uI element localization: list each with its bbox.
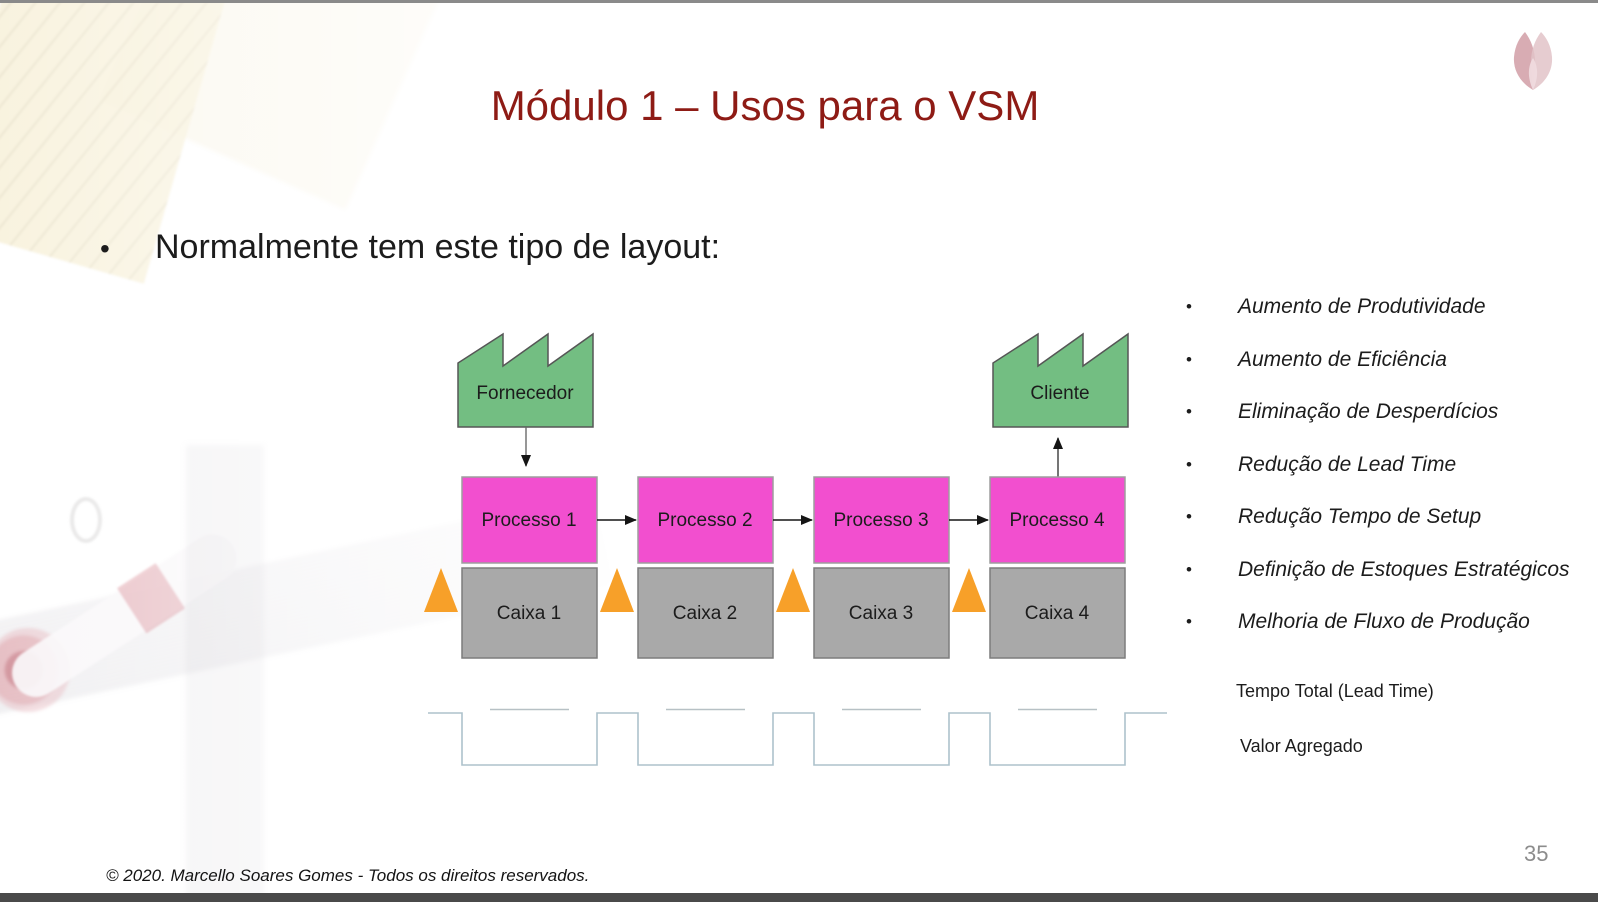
- brand-logo-icon: [1513, 32, 1553, 90]
- inventory-triangle-icon: [776, 568, 810, 612]
- bullet-marker: •: [1186, 559, 1192, 579]
- process-box: [461, 476, 598, 564]
- timeline-line: [428, 712, 1167, 766]
- main-bullet-text: Normalmente tem este tipo de layout:: [155, 228, 721, 266]
- top-border-bar: [0, 0, 1598, 3]
- bullet-marker: •: [100, 233, 110, 264]
- list-item: • Redução Tempo de Setup: [1182, 506, 1598, 528]
- inventory-triangle-icon: [952, 568, 986, 612]
- list-item: • Definição de Estoques Estratégicos: [1182, 557, 1598, 581]
- page-number: 35: [1524, 841, 1549, 866]
- supplier-label: Fornecedor: [476, 383, 574, 404]
- bullet-marker: •: [1186, 507, 1192, 526]
- benefit-text: Eliminação de Desperdícios: [1238, 400, 1499, 423]
- process-label: Processo 1: [481, 510, 576, 531]
- benefit-text: Aumento de Produtividade: [1238, 295, 1486, 318]
- benefit-text: Redução Tempo de Setup: [1238, 505, 1482, 528]
- benefit-text: Aumento de Eficiência: [1238, 347, 1447, 371]
- benefit-text: Redução de Lead Time: [1238, 452, 1457, 476]
- customer-label: Cliente: [1030, 383, 1089, 404]
- inventory-triangle-icon: [424, 568, 458, 612]
- value-added-label: Valor Agregado: [1240, 736, 1363, 756]
- lead-time-label: Tempo Total (Lead Time): [1236, 681, 1434, 701]
- process-label: Processo 2: [657, 510, 752, 531]
- vsm-diagram: Fornecedor Cliente Processo 1 Processo 2…: [424, 332, 1167, 766]
- bullet-marker: •: [1186, 349, 1192, 369]
- bullet-marker: •: [1186, 297, 1192, 316]
- benefit-text: Definição de Estoques Estratégicos: [1238, 557, 1570, 581]
- bullet-marker: •: [1186, 454, 1192, 474]
- inventory-box: [813, 567, 950, 659]
- list-item: • Eliminação de Desperdícios: [1182, 401, 1598, 423]
- main-bullet-line: • Normalmente tem este tipo de layout:: [97, 228, 720, 267]
- inventory-label: Caixa 1: [497, 603, 561, 624]
- process-box: [989, 476, 1126, 564]
- inventory-label: Caixa 2: [673, 603, 737, 624]
- customer-factory-icon: [992, 332, 1129, 428]
- supplier-factory-icon: [457, 332, 594, 428]
- inventory-box: [461, 567, 598, 659]
- process-label: Processo 3: [833, 510, 928, 531]
- benefits-list: • Aumento de Produtividade • Aumento de Ef…: [1182, 296, 1598, 664]
- bullet-marker: •: [1186, 402, 1192, 421]
- bottom-border-bar: [0, 893, 1598, 902]
- list-item: • Melhoria de Fluxo de Produção: [1182, 611, 1598, 633]
- inventory-box: [989, 567, 1126, 659]
- copyright-text: © 2020. Marcello Soares Gomes - Todos os…: [106, 866, 590, 885]
- bullet-marker: •: [1186, 612, 1192, 631]
- process-label: Processo 4: [1009, 510, 1104, 531]
- benefit-text: Melhoria de Fluxo de Produção: [1238, 610, 1530, 633]
- inventory-box: [637, 567, 774, 659]
- list-item: • Redução de Lead Time: [1182, 452, 1598, 476]
- page-title: Módulo 1 – Usos para o VSM: [490, 82, 1040, 129]
- list-item: • Aumento de Eficiência: [1182, 347, 1598, 371]
- list-item: • Aumento de Produtividade: [1182, 296, 1598, 318]
- inventory-label: Caixa 4: [1025, 603, 1090, 624]
- inventory-label: Caixa 3: [849, 603, 913, 624]
- inventory-triangle-icon: [600, 568, 634, 612]
